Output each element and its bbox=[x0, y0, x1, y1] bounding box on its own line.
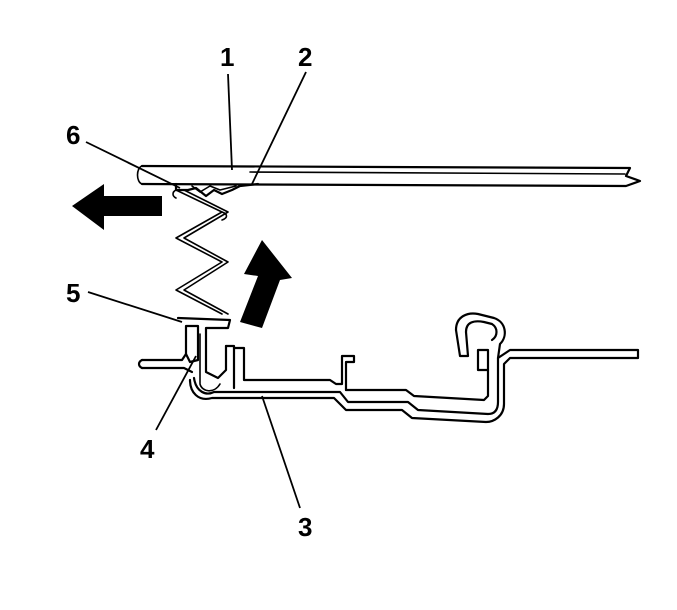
lower-retainer bbox=[137, 316, 232, 392]
callout-6: 6 bbox=[66, 120, 80, 150]
leader-3 bbox=[261, 395, 301, 509]
leader-2 bbox=[251, 71, 307, 185]
leader-5 bbox=[87, 291, 183, 323]
coil-spring bbox=[172, 189, 229, 315]
lower-panel bbox=[188, 312, 640, 424]
top-panel bbox=[136, 164, 642, 188]
callout-1: 1 bbox=[220, 42, 234, 72]
callout-4: 4 bbox=[140, 434, 155, 464]
leader-lines bbox=[85, 71, 307, 509]
up-direction-arrow bbox=[240, 240, 292, 328]
callout-2: 2 bbox=[298, 42, 312, 72]
leader-6 bbox=[85, 141, 181, 189]
leader-1 bbox=[227, 73, 233, 171]
callout-labels: 1 2 3 4 5 6 bbox=[66, 42, 312, 542]
upper-clip bbox=[174, 182, 260, 198]
callout-3: 3 bbox=[298, 512, 312, 542]
leader-4 bbox=[155, 355, 197, 431]
left-direction-arrow bbox=[72, 184, 162, 230]
callout-5: 5 bbox=[66, 278, 80, 308]
